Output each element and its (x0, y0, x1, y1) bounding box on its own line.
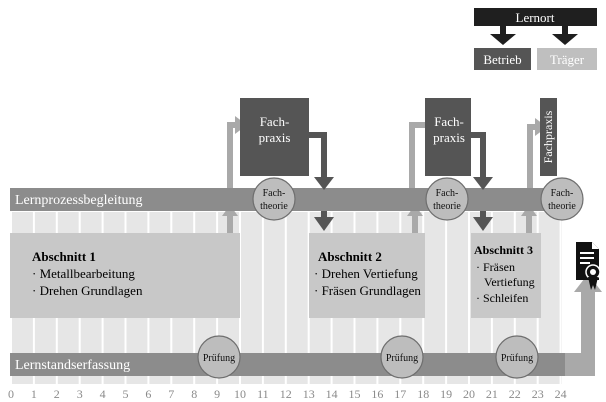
axis-tick-label: 18 (417, 387, 429, 401)
pruefung-3-label: Prüfung (501, 353, 533, 364)
certificate-arrow (565, 274, 602, 376)
abschnitt-2-title: Abschnitt 2 (318, 249, 382, 264)
axis-tick-label: 2 (54, 387, 60, 401)
abschnitt-3-line-2: Vertiefung (484, 275, 535, 289)
abschnitt-1-line-1: · Metallbearbeitung (32, 266, 135, 281)
axis-tick-label: 6 (145, 387, 151, 401)
legend-traeger-swatch (537, 48, 597, 70)
axis-tick-label: 3 (77, 387, 83, 401)
abschnitt-3-title: Abschnitt 3 (474, 243, 533, 257)
fachpraxis-1-line-2: praxis (259, 130, 291, 145)
legend-arrow-traeger (552, 26, 578, 45)
fachtheorie-2-line-1: Fach- (436, 188, 459, 199)
fachtheorie-1-line-2: theorie (260, 201, 288, 212)
axis-tick-label: 10 (234, 387, 246, 401)
axis-tick-label: 0 (8, 387, 14, 401)
abschnitt-3: Abschnitt 3 · Fräsen Vertiefung · Schlei… (471, 233, 541, 318)
fachtheorie-1-line-1: Fach- (263, 188, 286, 199)
legend-title: Lernort (516, 10, 555, 25)
fachpraxis-2-line-2: praxis (433, 130, 465, 145)
fachpraxis-exit-arrows (309, 132, 493, 231)
abschnitt-1-line-2: · Drehen Grundlagen (32, 283, 143, 298)
axis-tick-label: 4 (100, 387, 106, 401)
axis-tick-label: 12 (280, 387, 292, 401)
lernstand-label: Lernstandserfassung (15, 358, 130, 373)
axis-tick-label: 1 (31, 387, 37, 401)
fachpraxis-2-line-1: Fach- (434, 114, 464, 129)
pruefung-3: Prüfung (495, 335, 539, 379)
axis-tick-label: 8 (191, 387, 197, 401)
fachtheorie-3-line-1: Fach- (551, 188, 574, 199)
pruefung-1-label: Prüfung (203, 353, 235, 364)
axis-tick-label: 23 (532, 387, 544, 401)
fachpraxis-1: Fach- praxis (240, 98, 309, 176)
pruefung-2: Prüfung (380, 335, 424, 379)
abschnitt-2: Abschnitt 2 · Drehen Vertiefung · Fräsen… (309, 233, 425, 318)
axis-tick-label: 24 (555, 387, 567, 401)
lernstand-bar: Lernstandserfassung (10, 353, 565, 376)
abschnitt-2-line-2: · Fräsen Grundlagen (314, 283, 421, 298)
fachtheorie-3: Fach- theorie (540, 177, 584, 221)
abschnitt-1-title: Abschnitt 1 (32, 249, 96, 264)
axis-tick-label: 20 (463, 387, 475, 401)
axis-tick-label: 15 (349, 387, 361, 401)
fachpraxis-2: Fach- praxis (425, 98, 471, 176)
axis-tick-label: 19 (440, 387, 452, 401)
axis-tick-label: 21 (486, 387, 498, 401)
axis-tick-label: 5 (123, 387, 129, 401)
legend-header (474, 8, 597, 26)
abschnitt-1: Abschnitt 1 · Metallbearbeitung · Drehen… (10, 233, 240, 318)
axis-tick-label: 17 (394, 387, 406, 401)
axis-tick-label: 9 (214, 387, 220, 401)
pruefung-2-label: Prüfung (386, 353, 418, 364)
certificate-icon (576, 242, 601, 290)
axis-tick-label: 13 (303, 387, 315, 401)
fachpraxis-1-line-1: Fach- (260, 114, 290, 129)
fachtheorie-2-line-2: theorie (433, 201, 461, 212)
lernprozess-label: Lernprozessbegleitung (15, 193, 143, 208)
legend-traeger-label: Träger (550, 52, 585, 67)
fachtheorie-2: Fach- theorie (425, 177, 469, 221)
legend: Lernort Betrieb Träger (474, 8, 597, 70)
fachtheorie-1: Fach- theorie (252, 177, 296, 221)
axis-tick-label: 16 (371, 387, 383, 401)
legend-betrieb-label: Betrieb (483, 52, 521, 67)
abschnitt-3-line-3: · Schleifen (476, 291, 528, 305)
pruefung-1: Prüfung (197, 335, 241, 379)
axis-tick-label: 14 (326, 387, 338, 401)
abschnitt-3-line-1: · Fräsen (476, 260, 515, 274)
abschnitt-2-line-1: · Drehen Vertiefung (314, 266, 418, 281)
fachpraxis-3-label: Fachpraxis (541, 110, 555, 163)
fachpraxis-3: Fachpraxis (540, 98, 557, 176)
legend-betrieb-swatch (474, 48, 531, 70)
legend-arrow-betrieb (490, 26, 516, 45)
axis-tick-label: 22 (509, 387, 521, 401)
axis-tick-label: 11 (257, 387, 269, 401)
axis-tick-label: 7 (168, 387, 174, 401)
fachtheorie-3-line-2: theorie (548, 201, 576, 212)
